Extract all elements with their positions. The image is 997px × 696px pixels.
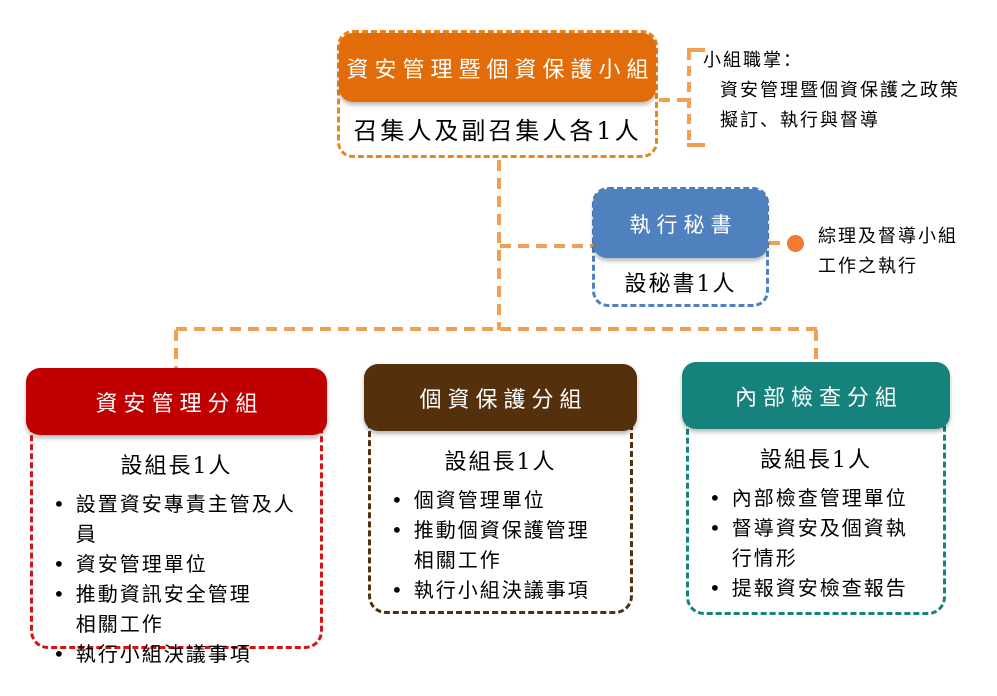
secretary-note: 綜理及督導小組 工作之執行 bbox=[818, 226, 958, 277]
group-title: 個資保護分組 bbox=[364, 364, 637, 431]
group-bullet-list: • 設置資安專責主管及人員 • 資安管理單位 • 推動資訊安全管理 相關工作 •… bbox=[33, 489, 320, 669]
bullet-icon: • bbox=[53, 642, 67, 666]
group-title: 內部檢查分組 bbox=[682, 362, 950, 429]
bullet-icon: • bbox=[709, 486, 723, 510]
bullet-icon: • bbox=[391, 488, 405, 512]
group-leader: 設組長1人 bbox=[760, 448, 872, 473]
bullet-item: • 提報資安檢查報告 bbox=[709, 573, 935, 603]
secretary-box-subtitle: 設秘書1人 bbox=[624, 272, 737, 297]
root-box: 資安管理暨個資保護小組 召集人及副召集人各1人 bbox=[337, 30, 658, 158]
bullet-item: • 執行小組決議事項 bbox=[391, 575, 622, 605]
connector-root-vertical bbox=[497, 160, 501, 330]
bullet-icon: • bbox=[391, 578, 405, 602]
bullet-item: • 內部檢查管理單位 bbox=[709, 483, 935, 513]
bullet-icon: • bbox=[391, 518, 405, 542]
group-box-personal-data-protection: 個資保護分組 設組長1人 • 個資管理單位 • 推動個資保護管理 相關工作 • … bbox=[364, 364, 637, 614]
group-box-internal-audit: 內部檢查分組 設組長1人 • 內部檢查管理單位 • 督導資安及個資執 行情形 •… bbox=[682, 362, 950, 615]
note-bracket-top-cap bbox=[687, 48, 705, 52]
connector-stub-right bbox=[814, 330, 818, 363]
group-duty-line2: 擬訂、執行與督導 bbox=[720, 110, 880, 131]
group-leader: 設組長1人 bbox=[120, 454, 233, 479]
bullet-icon: • bbox=[53, 492, 67, 516]
group-title: 資安管理分組 bbox=[26, 368, 327, 435]
bullet-item: • 設置資安專責主管及人員 bbox=[53, 489, 312, 549]
bullet-icon: • bbox=[53, 552, 67, 576]
bullet-icon: • bbox=[709, 576, 723, 600]
bullet-item: • 推動個資保護管理 相關工作 bbox=[391, 515, 622, 575]
bullet-item: • 執行小組決議事項 bbox=[53, 639, 312, 669]
root-box-title: 資安管理暨個資保護小組 bbox=[339, 33, 656, 102]
note-bracket-bottom-cap bbox=[687, 143, 705, 147]
connector-stub-left bbox=[174, 330, 178, 368]
bullet-item: • 推動資訊安全管理 相關工作 bbox=[53, 579, 312, 639]
group-bullet-list: • 內部檢查管理單位 • 督導資安及個資執 行情形 • 提報資安檢查報告 bbox=[689, 483, 943, 603]
bullet-icon: • bbox=[53, 582, 67, 606]
bullet-item: • 資安管理單位 bbox=[53, 549, 312, 579]
note-bracket-line bbox=[687, 50, 691, 147]
root-box-subtitle: 召集人及副召集人各1人 bbox=[353, 117, 642, 145]
connector-secretary-note bbox=[769, 241, 793, 245]
group-duty-note: 小組職掌： 資安管理暨個資保護之政策 擬訂、執行與督導 bbox=[703, 46, 960, 136]
bullet-item: • 督導資安及個資執 行情形 bbox=[709, 513, 935, 573]
group-duty-line1: 資安管理暨個資保護之政策 bbox=[720, 80, 960, 101]
connector-main-horizontal bbox=[176, 327, 818, 331]
secretary-box: 執行秘書 設秘書1人 bbox=[592, 187, 769, 307]
connector-top-note bbox=[659, 98, 689, 102]
bullet-item: • 個資管理單位 bbox=[391, 485, 622, 515]
connector-secretary-branch bbox=[500, 244, 594, 248]
group-leader: 設組長1人 bbox=[444, 450, 557, 475]
secretary-box-title: 執行秘書 bbox=[593, 189, 768, 258]
bullet-icon: • bbox=[709, 516, 723, 540]
group-bullet-list: • 個資管理單位 • 推動個資保護管理 相關工作 • 執行小組決議事項 bbox=[371, 485, 630, 605]
group-duty-heading: 小組職掌： bbox=[703, 50, 803, 71]
group-box-infosec-management: 資安管理分組 設組長1人 • 設置資安專責主管及人員 • 資安管理單位 • 推動… bbox=[26, 368, 327, 666]
annotation-dot-icon bbox=[787, 235, 804, 252]
